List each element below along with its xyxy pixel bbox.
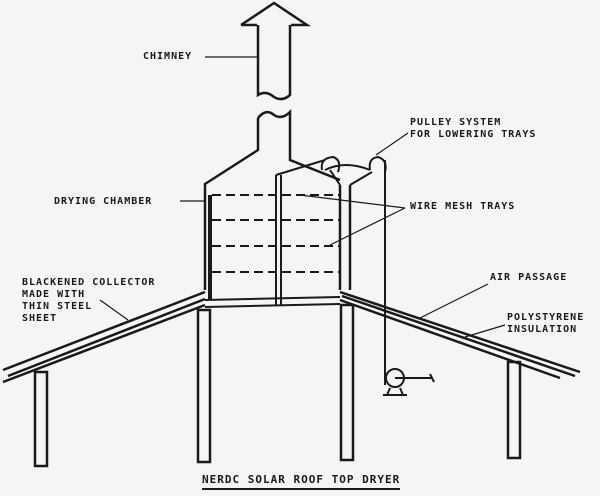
diagram-title: NERDC SOLAR ROOF TOP DRYER (202, 474, 401, 490)
chamber-floor (204, 296, 341, 308)
label-collector: BLACKENED COLLECTOR MADE WITH THIN STEEL… (22, 277, 156, 324)
label-drying-chamber: DRYING CHAMBER (54, 196, 153, 207)
label-chimney: CHIMNEY (143, 51, 193, 62)
support-posts (33, 303, 522, 468)
pulley-system (275, 155, 387, 385)
left-collector (2, 290, 206, 384)
tray-rod (275, 175, 282, 305)
label-pulley-system: PULLEY SYSTEM FOR LOWERING TRAYS (410, 117, 537, 140)
label-air-passage: AIR PASSAGE (490, 272, 568, 283)
chimney-upper (256, 25, 292, 101)
winch (383, 368, 435, 396)
chimney-lower (203, 108, 341, 290)
leader-lines (99, 56, 506, 338)
label-wire-mesh-trays: WIRE MESH TRAYS (410, 201, 516, 212)
chimney-cap (240, 1, 312, 27)
right-collector (339, 290, 581, 380)
label-insulation: POLYSTYRENE INSULATION (507, 312, 585, 335)
